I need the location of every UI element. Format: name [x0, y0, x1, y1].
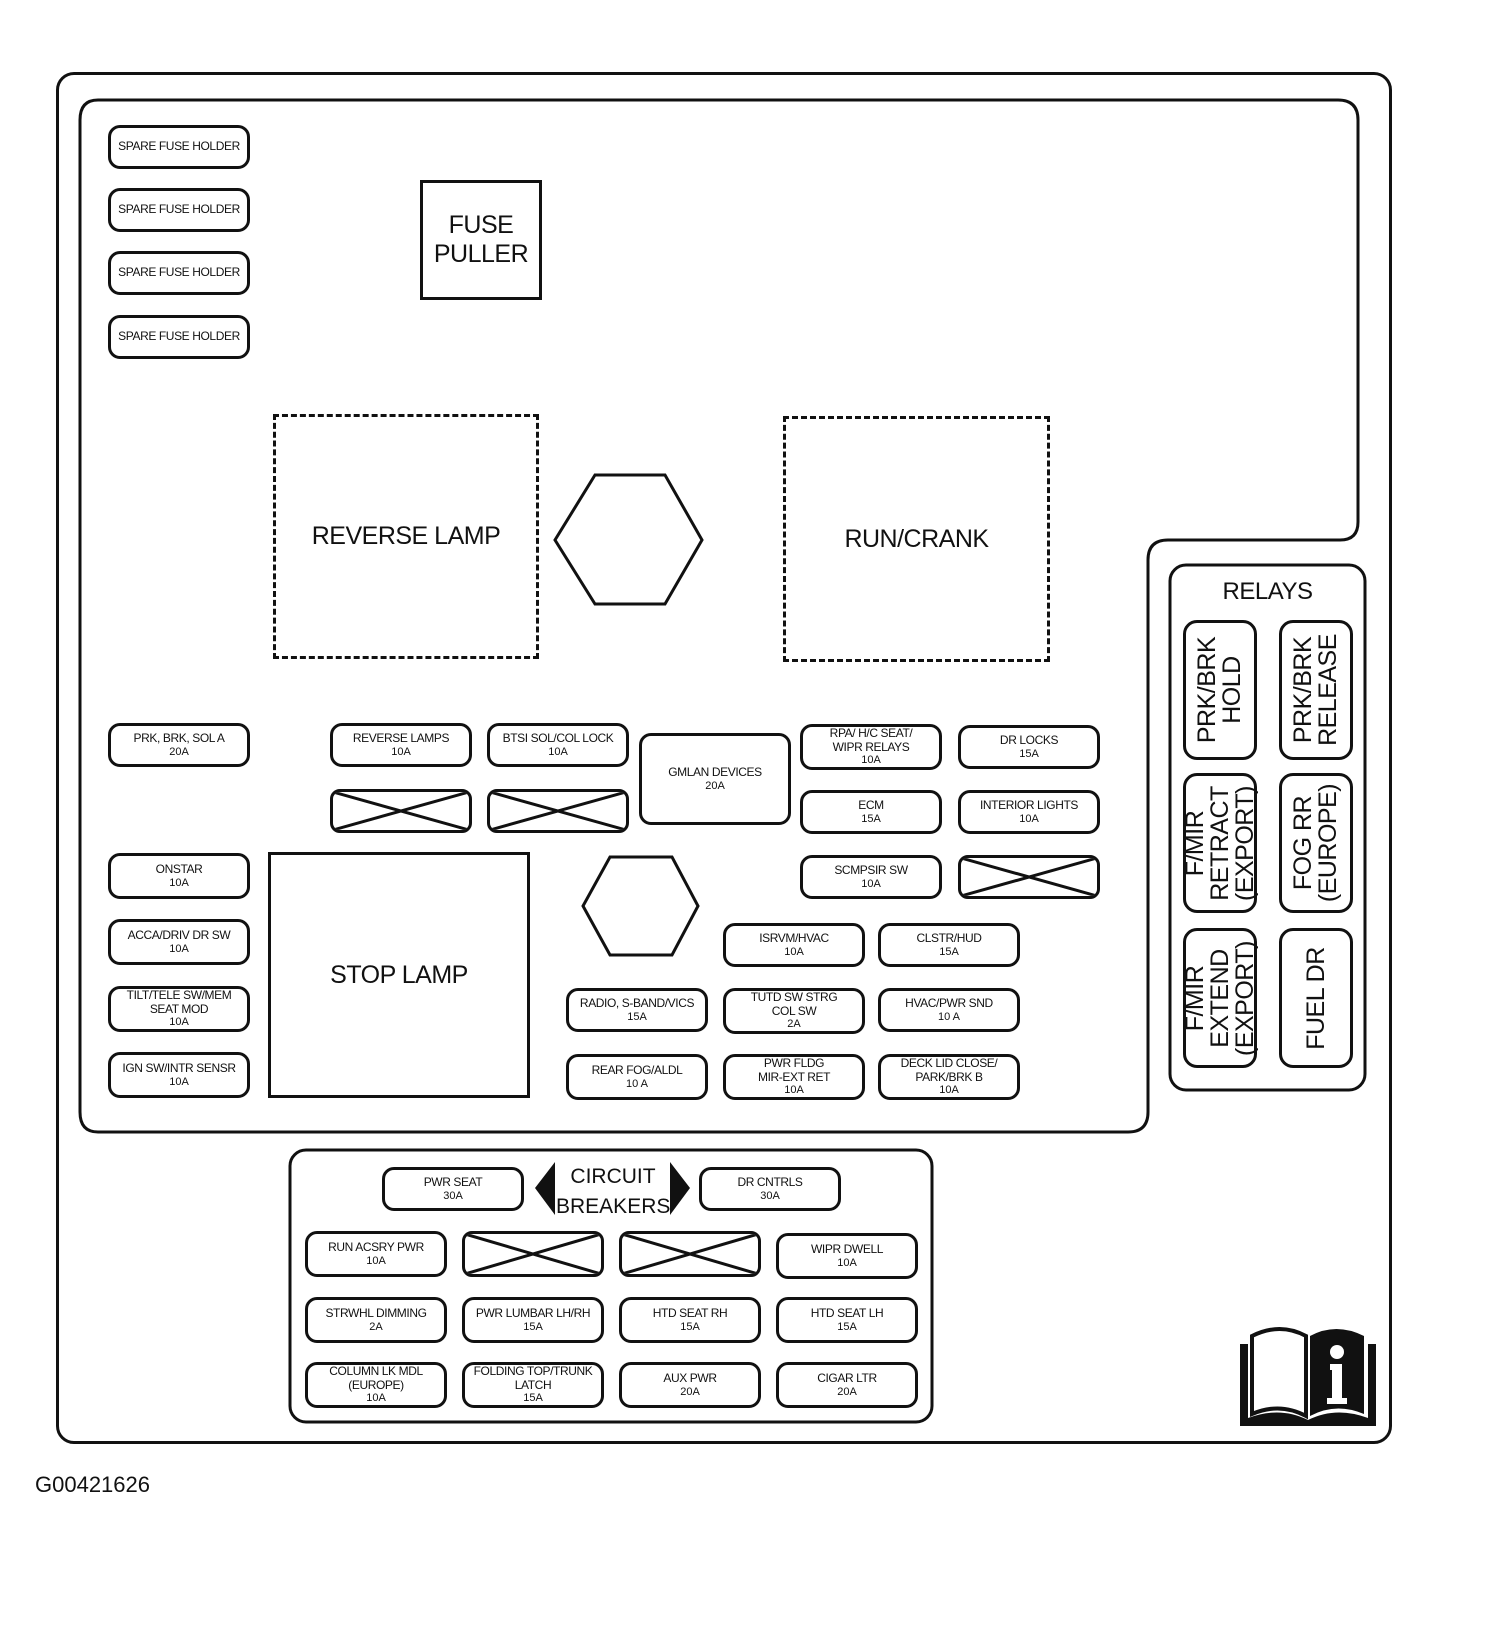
- fuse-acca-driv-dr-sw: ACCA/DRIV DR SW 10A: [108, 919, 250, 965]
- fuse-clstr-hud: CLSTR/HUD 15A: [878, 923, 1020, 967]
- fuse-pwr-fldg: PWR FLDG MIR-EXT RET 10A: [723, 1054, 865, 1100]
- fuse-folding-top: FOLDING TOP/TRUNK LATCH 15A: [462, 1362, 604, 1408]
- breaker-dr-cntrls: DR CNTRLS 30A: [699, 1167, 841, 1211]
- fuse-run-acsry-pwr: RUN ACSRY PWR 10A: [305, 1231, 447, 1277]
- relays-title: RELAYS: [1222, 578, 1313, 605]
- fuse-reverse-lamps: REVERSE LAMPS 10A: [330, 723, 472, 767]
- fuse-tutd-sw: TUTD SW STRG COL SW 2A: [723, 988, 865, 1034]
- breaker-pwr-seat: PWR SEAT 30A: [382, 1167, 524, 1211]
- spare-fuse-holder-1: SPARE FUSE HOLDER: [108, 125, 250, 169]
- fuse-scmpsir-sw: SCMPSIR SW 10A: [800, 855, 942, 899]
- fuse-rear-fog-aldl: REAR FOG/ALDL 10 A: [566, 1054, 708, 1100]
- fuse-htd-seat-lh: HTD SEAT LH 15A: [776, 1297, 918, 1343]
- fuse-wipr-dwell: WIPR DWELL 10A: [776, 1233, 918, 1279]
- fuse-strwhl-dimming: STRWHL DIMMING 2A: [305, 1297, 447, 1343]
- figure-id: G00421626: [35, 1472, 150, 1497]
- fuse-prk-brk-sol-a: PRK, BRK, SOL A 20A: [108, 723, 250, 767]
- fuse-cigar-ltr: CIGAR LTR 20A: [776, 1362, 918, 1408]
- fuse-tilt-tele: TILT/TELE SW/MEM SEAT MOD 10A: [108, 986, 250, 1032]
- spare-fuse-holder-4: SPARE FUSE HOLDER: [108, 315, 250, 359]
- fuse-rpa-hc-seat-wipr: RPA/ H/C SEAT/ WIPR RELAYS 10A: [800, 724, 942, 770]
- relay-prk-brk-hold: PRK/BRK HOLD: [1183, 620, 1257, 760]
- reverse-lamp-relay: REVERSE LAMP: [273, 414, 539, 659]
- empty-fuse-slot: [330, 789, 472, 833]
- circuit-breakers-title: CIRCUIT BREAKERS: [556, 1165, 671, 1218]
- fuse-block-housing: [56, 72, 1392, 1444]
- fuse-radio-s-band: RADIO, S-BAND/VICS 15A: [566, 988, 708, 1032]
- fuse-htd-seat-rh: HTD SEAT RH 15A: [619, 1297, 761, 1343]
- empty-fuse-slot: [619, 1231, 761, 1277]
- fuse-dr-locks: DR LOCKS 15A: [958, 725, 1100, 769]
- relay-f-mir-extend: F/MIR EXTEND (EXPORT): [1181, 928, 1259, 1068]
- relay-fog-rr: FOG RR (EUROPE): [1279, 773, 1353, 913]
- relay-fuel-dr: FUEL DR: [1279, 928, 1353, 1068]
- fuse-interior-lights: INTERIOR LIGHTS 10A: [958, 790, 1100, 834]
- fuse-aux-pwr: AUX PWR 20A: [619, 1362, 761, 1408]
- fuse-btsi: BTSI SOL/COL LOCK 10A: [487, 723, 629, 767]
- run-crank-relay: RUN/CRANK: [783, 416, 1050, 662]
- spare-fuse-holder-2: SPARE FUSE HOLDER: [108, 188, 250, 232]
- fuse-column-lk-mdl: COLUMN LK MDL (EUROPE) 10A: [305, 1362, 447, 1408]
- relay-prk-brk-release: PRK/BRK RELEASE: [1279, 620, 1353, 760]
- fuse-gmlan-devices: GMLAN DEVICES 20A: [639, 733, 791, 825]
- fuse-puller: FUSE PULLER: [420, 180, 542, 300]
- spare-fuse-holder-3: SPARE FUSE HOLDER: [108, 251, 250, 295]
- empty-fuse-slot: [462, 1231, 604, 1277]
- empty-fuse-slot: [487, 789, 629, 833]
- manual-info-icon: [1240, 1327, 1376, 1426]
- large-hexagon-stud: [553, 473, 704, 606]
- arrow-right-icon: [670, 1162, 690, 1215]
- fuse-ign-sw: IGN SW/INTR SENSR 10A: [108, 1052, 250, 1098]
- empty-fuse-slot: [958, 855, 1100, 899]
- arrow-left-icon: [535, 1162, 555, 1215]
- stop-lamp-relay: STOP LAMP: [268, 852, 530, 1098]
- fuse-pwr-lumbar: PWR LUMBAR LH/RH 15A: [462, 1297, 604, 1343]
- fuse-ecm: ECM 15A: [800, 790, 942, 834]
- relay-f-mir-retract: F/MIR RETRACT (EXPORT): [1181, 773, 1259, 913]
- fuse-isrvm-hvac: ISRVM/HVAC 10A: [723, 923, 865, 967]
- fuse-deck-lid: DECK LID CLOSE/ PARK/BRK B 10A: [878, 1054, 1020, 1100]
- small-hexagon-stud: [581, 855, 700, 957]
- fuse-hvac-pwr-snd: HVAC/PWR SND 10 A: [878, 988, 1020, 1032]
- fuse-onstar: ONSTAR 10A: [108, 853, 250, 899]
